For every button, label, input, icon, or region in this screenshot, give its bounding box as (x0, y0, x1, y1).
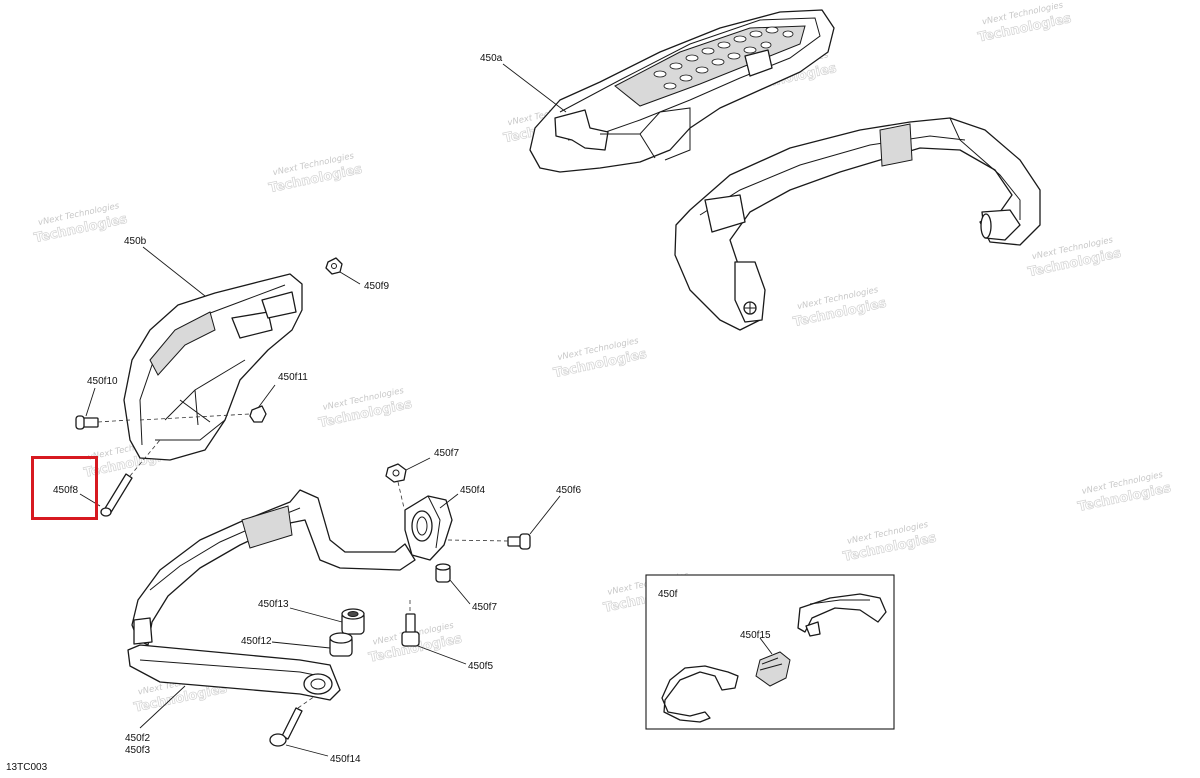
label-450f7-top: 450f7 (434, 448, 459, 459)
label-450f7-bottom: 450f7 (472, 602, 497, 613)
label-450f9: 450f9 (364, 281, 389, 292)
label-450f11: 450f11 (278, 372, 308, 383)
label-450f2: 450f2 (125, 733, 150, 744)
label-450f15: 450f15 (740, 630, 771, 641)
part-450f-kit-shell[interactable] (661, 593, 887, 723)
part-450f13-bushing[interactable] (341, 608, 365, 635)
highlight-box-450f8 (31, 456, 98, 520)
part-450f8-bolt[interactable] (100, 473, 133, 517)
part-450f5-screw[interactable] (401, 613, 420, 647)
part-450a-hand-guard-shell[interactable] (529, 9, 835, 173)
label-450f13: 450f13 (258, 599, 289, 610)
inset-label-450f: 450f (658, 589, 678, 600)
label-450f12: 450f12 (241, 636, 272, 647)
part-450b-hand-guard-shell[interactable] (123, 273, 303, 461)
label-450f6: 450f6 (556, 485, 581, 496)
part-450f10-screw[interactable] (75, 415, 99, 430)
part-450f14-bolt[interactable] (269, 707, 303, 747)
label-450f4: 450f4 (460, 485, 485, 496)
diagram-id: 13TC003 (6, 762, 48, 773)
label-450a: 450a (480, 53, 503, 64)
part-450f2-guard-bar[interactable] (127, 489, 416, 701)
label-450f5: 450f5 (468, 661, 493, 672)
label-450f8: 450f8 (53, 485, 78, 496)
part-450f9-nut[interactable] (325, 257, 343, 275)
part-450f6-screw[interactable] (507, 533, 531, 550)
part-450f11-nut[interactable] (249, 405, 267, 423)
inset-450f-kit (645, 574, 895, 730)
part-450a-guard-bar[interactable] (674, 117, 1041, 331)
part-450f7-spacer-bottom[interactable] (435, 563, 451, 583)
part-450f4-clamp[interactable] (404, 495, 453, 561)
part-450f7-nut-top[interactable] (385, 463, 407, 483)
label-450f14: 450f14 (330, 754, 361, 765)
part-450f12-bushing[interactable] (329, 632, 353, 657)
label-450f3: 450f3 (125, 745, 150, 756)
label-450b: 450b (124, 236, 147, 247)
label-450f10: 450f10 (87, 376, 118, 387)
